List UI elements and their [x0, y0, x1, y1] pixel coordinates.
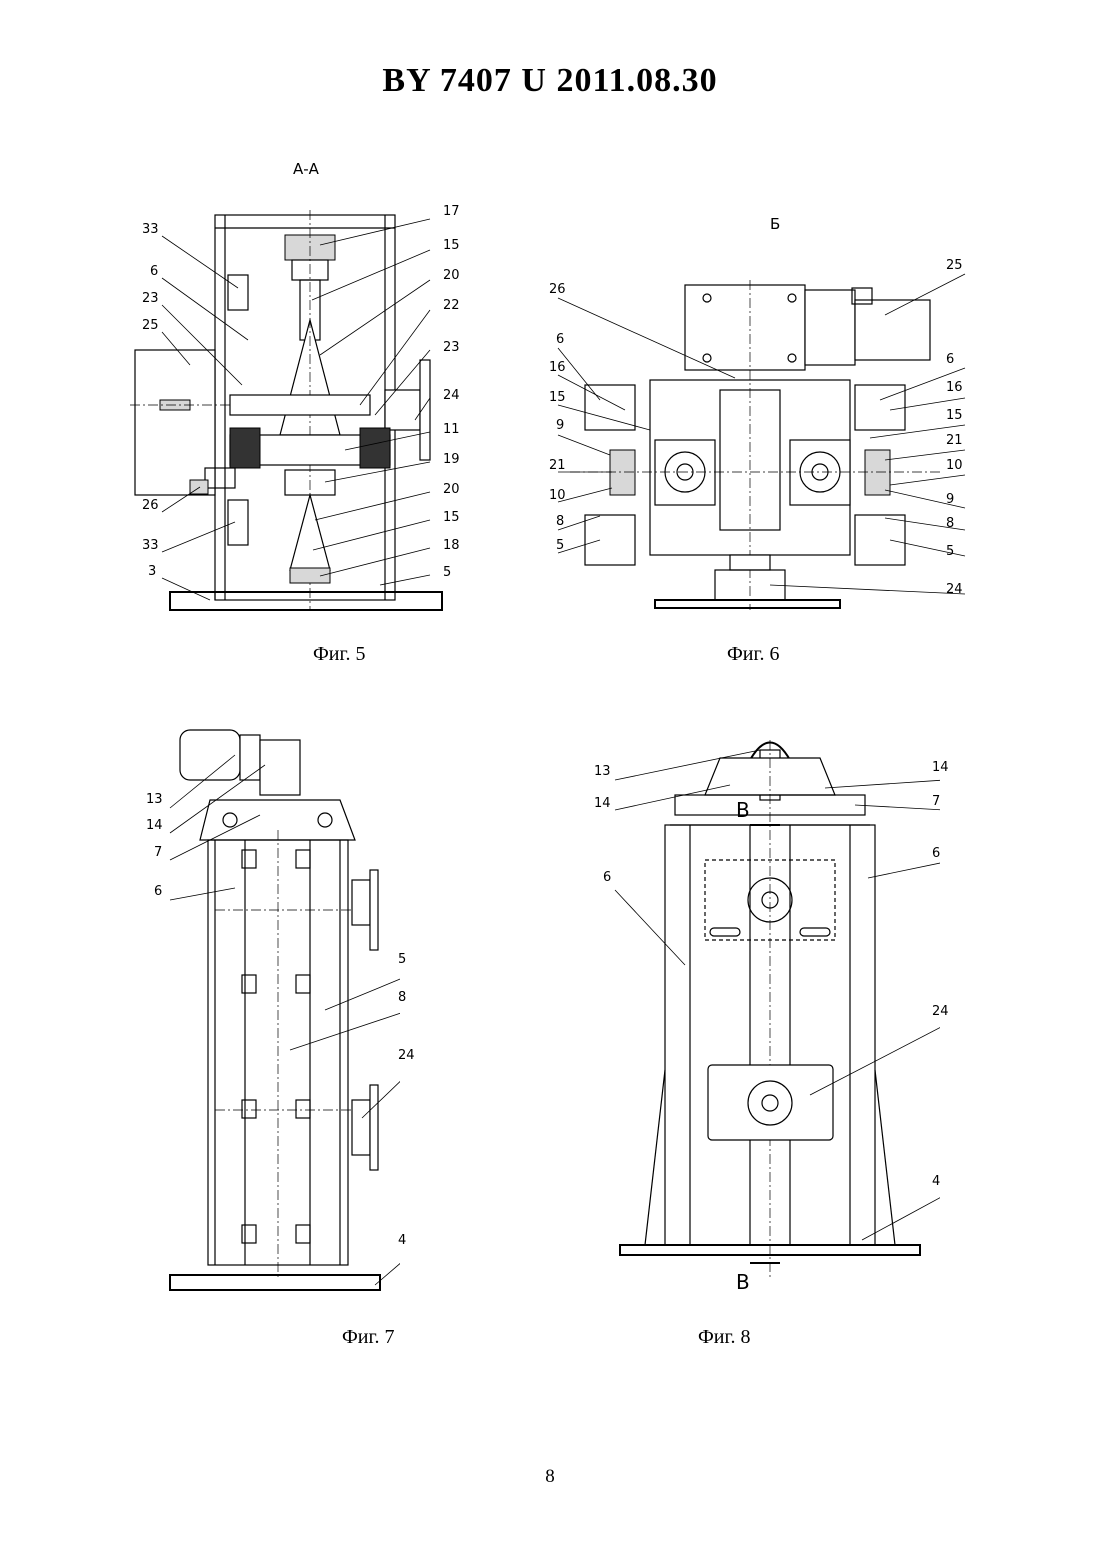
fig7-label: 8 — [398, 990, 406, 1005]
fig5-label: 20 — [443, 482, 460, 497]
fig5-label: 3 — [148, 564, 156, 579]
fig6-label: 10 — [549, 488, 566, 503]
fig8-label: 13 — [594, 764, 611, 779]
fig6-label: 6 — [556, 332, 564, 347]
fig6-label: 16 — [946, 380, 963, 395]
fig5-label: 15 — [443, 510, 460, 525]
fig7-label: 5 — [398, 952, 406, 967]
fig5-label: 23 — [142, 291, 159, 306]
fig6-label: 9 — [946, 492, 954, 507]
fig7-label: 14 — [146, 818, 163, 833]
fig7-label: 13 — [146, 792, 163, 807]
fig5-label: 26 — [142, 498, 159, 513]
fig5-drawing — [130, 200, 460, 620]
fig5-label: 23 — [443, 340, 460, 355]
fig6-drawing — [540, 250, 970, 620]
fig8-label: 24 — [932, 1004, 949, 1019]
fig5-label: 19 — [443, 452, 460, 467]
fig6-label: 21 — [549, 458, 566, 473]
fig8-label: 6 — [603, 870, 611, 885]
fig5-label: 20 — [443, 268, 460, 283]
fig6-label: 24 — [946, 582, 963, 597]
fig6-view-label: Б — [770, 215, 780, 233]
fig7-label: 4 — [398, 1233, 406, 1248]
fig5-label: 5 — [443, 565, 451, 580]
fig5-label: 11 — [443, 422, 460, 437]
fig5-label: 25 — [142, 318, 159, 333]
fig8-caption: Фиг. 8 — [698, 1326, 750, 1349]
fig6-label: 9 — [556, 418, 564, 433]
fig6-caption: Фиг. 6 — [727, 643, 779, 666]
fig8-label: 4 — [932, 1174, 940, 1189]
fig6-label: 25 — [946, 258, 963, 273]
fig5-label: 22 — [443, 298, 460, 313]
fig8-label: 14 — [594, 796, 611, 811]
fig8-section-mark-bottom: В — [736, 1270, 750, 1294]
fig7-caption: Фиг. 7 — [342, 1326, 394, 1349]
page-number: 8 — [0, 1466, 1100, 1488]
fig6-label: 16 — [549, 360, 566, 375]
fig8-label: 14 — [932, 760, 949, 775]
fig5-view-label: А-А — [293, 160, 319, 178]
fig8-label: 6 — [932, 846, 940, 861]
fig6-label: 5 — [556, 538, 564, 553]
fig6-label: 15 — [946, 408, 963, 423]
fig5-caption: Фиг. 5 — [313, 643, 365, 666]
fig5-label: 33 — [142, 538, 159, 553]
fig6-label: 5 — [946, 544, 954, 559]
fig6-label: 26 — [549, 282, 566, 297]
fig5-label: 15 — [443, 238, 460, 253]
fig6-label: 8 — [946, 516, 954, 531]
fig7-label: 7 — [154, 845, 162, 860]
fig7-drawing — [140, 720, 400, 1300]
fig6-label: 15 — [549, 390, 566, 405]
fig6-label: 8 — [556, 514, 564, 529]
fig7-label: 24 — [398, 1048, 415, 1063]
fig6-label: 21 — [946, 433, 963, 448]
fig5-label: 18 — [443, 538, 460, 553]
document-title: BY 7407 U 2011.08.30 — [0, 62, 1100, 100]
fig8-section-mark-top: В — [736, 798, 750, 822]
fig5-label: 24 — [443, 388, 460, 403]
fig5-label: 33 — [142, 222, 159, 237]
fig5-label: 17 — [443, 204, 460, 219]
fig7-label: 6 — [154, 884, 162, 899]
fig5-label: 6 — [150, 264, 158, 279]
fig6-label: 10 — [946, 458, 963, 473]
fig8-drawing — [600, 720, 940, 1300]
fig6-label: 6 — [946, 352, 954, 367]
fig8-label: 7 — [932, 794, 940, 809]
